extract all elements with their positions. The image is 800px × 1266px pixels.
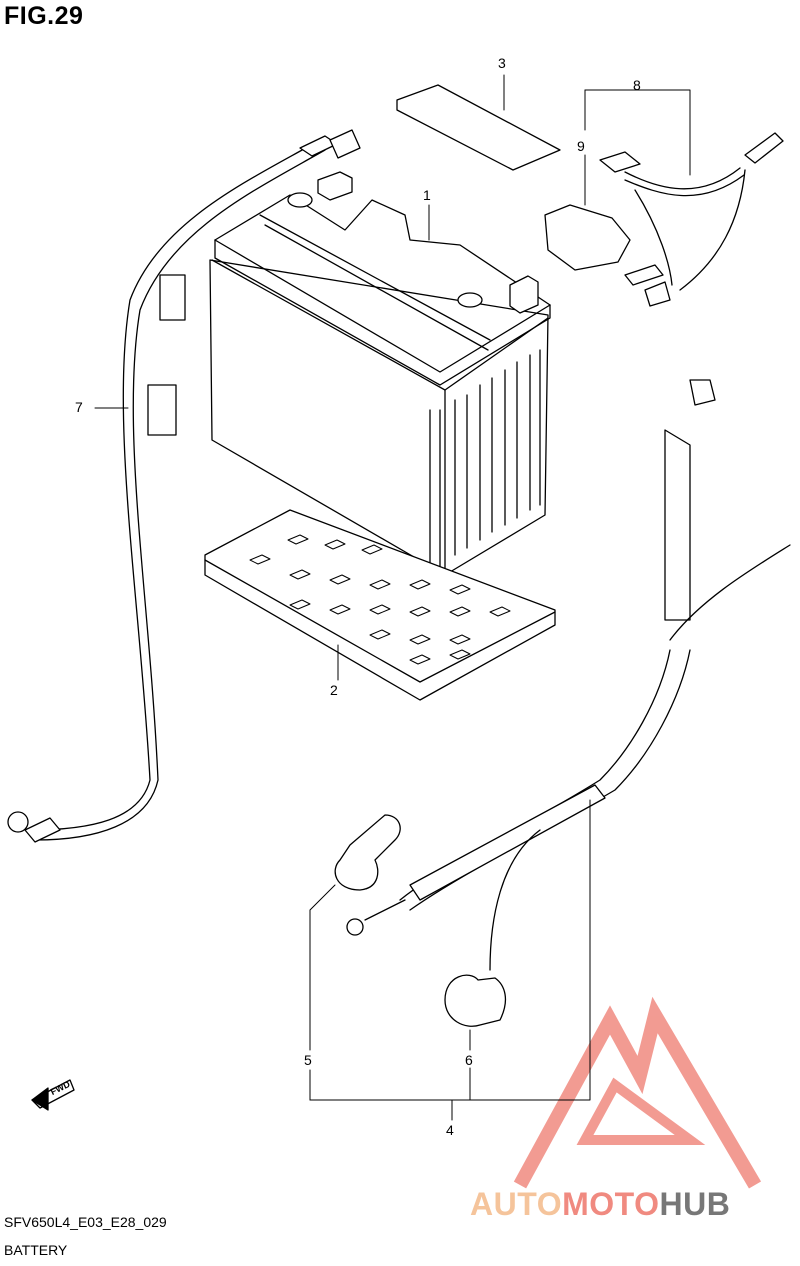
watermark-auto: AUTO	[470, 1186, 563, 1222]
watermark-moto: MOTO	[562, 1186, 660, 1222]
caption-name: BATTERY	[4, 1242, 68, 1258]
battery-tray	[204, 509, 556, 701]
leader-lines	[94, 74, 691, 1121]
callout-7: 7	[75, 399, 83, 415]
terminal-cap	[334, 814, 401, 891]
terminal-cover	[544, 204, 631, 271]
watermark-hub: HUB	[659, 1186, 731, 1222]
callout-3: 3	[498, 55, 506, 71]
watermark-text: AUTOMOTOHUB	[470, 1186, 730, 1223]
callout-6: 6	[465, 1052, 473, 1068]
battery-pad	[396, 84, 561, 171]
fwd-arrow-icon	[31, 1079, 75, 1111]
callout-8: 8	[633, 77, 641, 93]
callout-4: 4	[446, 1122, 454, 1138]
battery-harness	[7, 129, 361, 843]
callout-9: 9	[577, 138, 585, 154]
watermark-logo	[513, 996, 762, 1189]
battery	[209, 171, 551, 576]
lead-wire	[599, 132, 784, 307]
callout-5: 5	[304, 1052, 312, 1068]
callout-2: 2	[330, 682, 338, 698]
figure-title: FIG.29	[4, 2, 84, 30]
callout-1: 1	[423, 187, 431, 203]
caption-code: SFV650L4_E03_E28_029	[4, 1214, 167, 1230]
cable-set	[346, 379, 791, 1027]
